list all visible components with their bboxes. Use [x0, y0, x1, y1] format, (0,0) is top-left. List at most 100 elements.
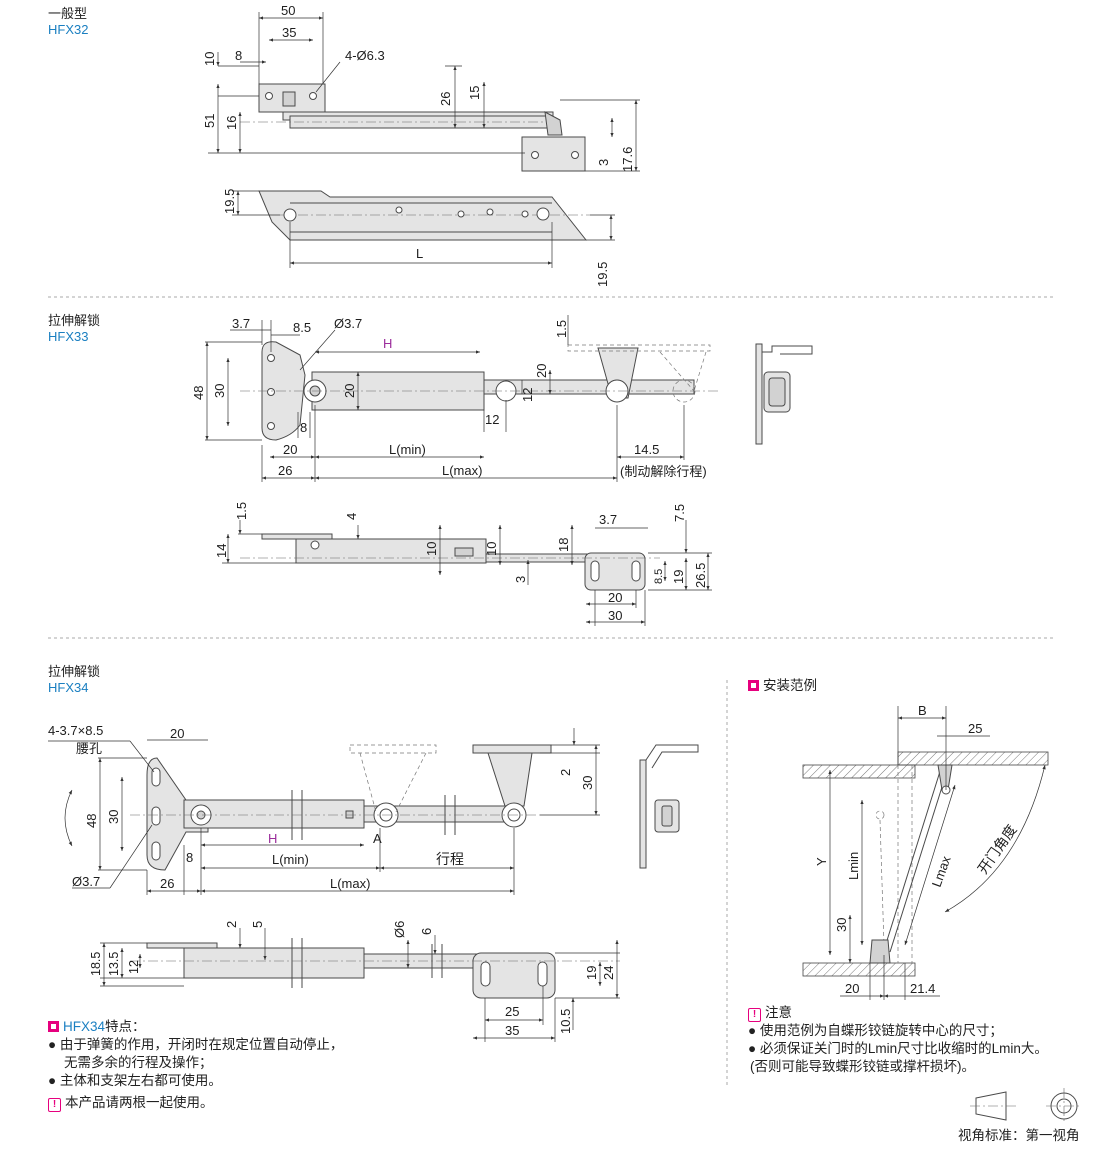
warning-icon: ! — [48, 1098, 61, 1112]
features-title: HFX34特点： — [48, 1018, 343, 1036]
dim-s-18-5: 18.5 — [89, 952, 103, 976]
dim-s-4: 4 — [344, 513, 359, 520]
dim-s-12: 12 — [127, 960, 141, 974]
dim-s-1-5: 1.5 — [234, 502, 249, 520]
dim-s-25: 25 — [505, 1004, 519, 1019]
dim-48: 48 — [191, 386, 206, 400]
dim-12-h: 12 — [485, 412, 499, 427]
feature-text: 主体和支架左右都可使用。 — [59, 1073, 222, 1088]
hfx34-top-view — [64, 744, 552, 871]
feature-item: ● 由于弹簧的作用，开闭时在规定位置自动停止， — [48, 1037, 344, 1052]
dim-s-24: 24 — [601, 966, 616, 980]
note-item: (否则可能导致蝶形铰链或撑杆损坏)。 — [748, 1058, 1048, 1076]
dim-s-3-7: 3.7 — [599, 512, 617, 527]
dim-10: 10 — [202, 52, 217, 66]
feature-text: 无需多余的行程及操作； — [64, 1055, 213, 1070]
notes-title-text: 注意 — [765, 1005, 792, 1020]
dim-15: 15 — [467, 86, 482, 100]
dim-s-7-5: 7.5 — [672, 504, 687, 522]
install-21-4: 21.4 — [910, 981, 935, 996]
dim-48: 48 — [84, 814, 99, 828]
dim-2: 2 — [558, 769, 573, 776]
dim-s-10a: 10 — [424, 542, 439, 556]
warning-icon: ! — [748, 1008, 761, 1022]
features-title-suffix: 特点： — [105, 1019, 146, 1034]
square-bullet-icon — [748, 680, 759, 691]
dim-s-10-5: 10.5 — [558, 1009, 573, 1034]
dim-s-8-5: 8.5 — [653, 569, 665, 584]
dim-3: 3 — [596, 159, 611, 166]
dim-30-right: 30 — [580, 776, 595, 790]
dim-s-18: 18 — [556, 538, 571, 552]
hfx33-front-view — [240, 533, 660, 591]
install-Y: Y — [814, 857, 829, 866]
note-text: (否则可能导致蝶形铰链或撑杆损坏)。 — [750, 1059, 975, 1074]
dim-H: H — [383, 336, 392, 351]
install-title-text: 安装范例 — [763, 678, 817, 693]
hfx34-code: HFX34 — [48, 680, 89, 695]
dim-16: 16 — [224, 116, 239, 130]
dim-3-7: 3.7 — [232, 316, 250, 331]
hfx34-name: 拉伸解锁 — [48, 664, 101, 679]
hfx33-name: 拉伸解锁 — [48, 313, 101, 328]
install-Lmin: Lmin — [846, 852, 861, 880]
projection-label: 视角标准：第一视角 — [958, 1128, 1080, 1143]
dim-8: 8 — [235, 48, 242, 63]
note-text: 必须保证关门时的Lmin尺寸比收缩时的Lmin大。 — [759, 1041, 1048, 1056]
dim-waist: 腰孔 — [76, 741, 102, 756]
install-Lmax: Lmax — [929, 854, 954, 889]
hfx33-top-view — [240, 341, 720, 441]
hfx32-top-dims: 50 35 8 4-Ø6.3 10 51 16 26 15 3 17.6 — [202, 3, 640, 172]
dim-s-10b: 10 — [484, 542, 499, 556]
feature-item: ● 主体和支架左右都可使用。 — [48, 1073, 222, 1088]
dim-A: A — [373, 831, 382, 846]
install-dims: B 25 Y Lmin Lmax 开门角度 30 20 21.4 — [814, 703, 1020, 1000]
dim-19-5-right: 19.5 — [595, 262, 610, 287]
hfx32-front-dims: 19.5 L 19.5 — [222, 189, 615, 287]
warning-line: !本产品请两根一起使用。 — [48, 1094, 343, 1112]
dim-dia-3-7: Ø3.7 — [334, 316, 362, 331]
hfx32-name: 一般型 — [48, 6, 88, 21]
install-20: 20 — [845, 981, 859, 996]
dim-14-5: 14.5 — [634, 442, 659, 457]
projection-symbol — [970, 1088, 1082, 1124]
hfx32-top-view — [240, 83, 586, 172]
hfx34-side-view — [639, 744, 699, 869]
install-example — [802, 751, 1049, 977]
hfx34-front-view — [130, 938, 620, 999]
dim-L: L — [416, 246, 423, 261]
notes-title: ! 注意 — [748, 1004, 1048, 1022]
dim-dia: Ø3.7 — [72, 874, 100, 889]
dim-12-v: 12 — [520, 388, 535, 402]
dim-26: 26 — [438, 92, 453, 106]
dim-s-5: 5 — [250, 921, 265, 928]
dim-1-5: 1.5 — [554, 320, 569, 338]
dim-holes: 4-Ø6.3 — [345, 48, 385, 63]
dim-19-5-left: 19.5 — [222, 189, 237, 214]
hfx34-front-dims: 18.5 13.5 12 2 5 Ø6 6 19 24 25 35 10.5 — [89, 921, 620, 1042]
features-code: HFX34 — [63, 1019, 106, 1034]
dim-H: H — [268, 831, 277, 846]
dim-lmax: L(max) — [442, 463, 482, 478]
dim-s-30: 30 — [608, 608, 622, 623]
dim-20-b: 20 — [534, 364, 549, 378]
install-25: 25 — [968, 721, 982, 736]
dim-lmin: L(min) — [389, 442, 426, 457]
dim-stroke: 行程 — [436, 851, 464, 867]
dim-8: 8 — [300, 420, 307, 435]
install-30: 30 — [834, 918, 849, 932]
dim-s-19: 19 — [671, 570, 686, 584]
feature-text: 由于弹簧的作用，开闭时在规定位置自动停止， — [59, 1037, 344, 1052]
dim-20: 20 — [170, 726, 184, 741]
feature-item: 无需多余的行程及操作； — [48, 1054, 343, 1072]
dim-s-19: 19 — [584, 966, 599, 980]
hfx33-code: HFX33 — [48, 329, 89, 344]
dim-26: 26 — [278, 463, 292, 478]
note-text: 使用范例为自蝶形铰链旋转中心的尺寸； — [759, 1023, 1003, 1038]
install-B: B — [918, 703, 927, 718]
hfx32-code: HFX32 — [48, 22, 89, 37]
install-title: 安装范例 — [748, 678, 817, 693]
dim-35: 35 — [282, 25, 296, 40]
dim-8: 8 — [186, 850, 193, 865]
